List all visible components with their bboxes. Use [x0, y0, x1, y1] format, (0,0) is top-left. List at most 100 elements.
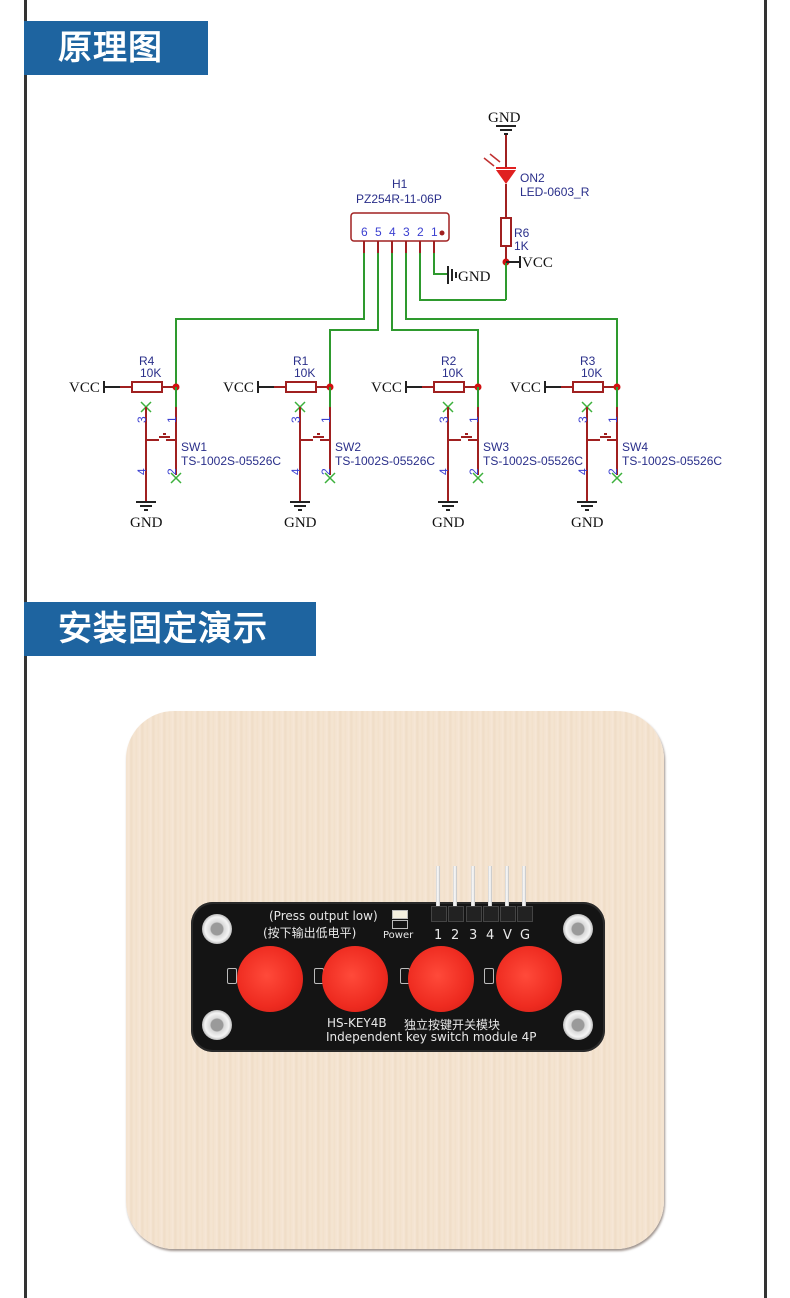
schematic-diagram: GND ON2 LED-0603_R R6 1K VCC H1 PZ254R-1…: [69, 110, 722, 531]
resistor-value: 10K: [581, 366, 602, 380]
board-model: HS-KEY4B: [327, 1016, 387, 1030]
switch-part: TS-1002S-05526C: [622, 454, 722, 468]
r6-ref: R6: [514, 226, 530, 240]
board-note-en: (Press output low): [269, 909, 378, 923]
h1-pin-label-2: 2: [417, 225, 424, 239]
gnd-label: GND: [432, 515, 465, 531]
switch-pin-label: 4: [135, 468, 149, 475]
pullup-resistor: [572, 381, 604, 393]
switch-ref: SW2: [335, 440, 361, 454]
led-chain: GND ON2 LED-0603_R R6 1K VCC: [483, 110, 590, 300]
switch-pin-label: 2: [319, 468, 333, 475]
switch-pin-label: 4: [437, 468, 451, 475]
vcc-label: VCC: [223, 380, 254, 396]
r6-resistor: [500, 217, 512, 247]
pin-label-3: 3: [469, 928, 478, 943]
pullup-resistor: [433, 381, 465, 393]
header-pin: [488, 866, 492, 912]
pullup-resistor: [131, 381, 163, 393]
gnd-label-top: GND: [488, 110, 521, 126]
switch-pin-label: 2: [606, 468, 620, 475]
vcc-label: VCC: [371, 380, 402, 396]
gnd-label: GND: [571, 515, 604, 531]
section-header-install: 安装固定演示: [24, 602, 316, 656]
resistor-value: 10K: [442, 366, 463, 380]
switch-pin-label: 3: [576, 416, 590, 423]
right-border: [764, 0, 767, 1298]
switch-pin-label: 1: [467, 416, 481, 423]
gnd-label: GND: [284, 515, 317, 531]
key-button-4[interactable]: [496, 946, 562, 1012]
screw-icon: [202, 914, 232, 944]
header-pin: [522, 866, 526, 912]
pin-label-1: 1: [434, 928, 443, 943]
section-header-schematic: 原理图: [24, 21, 208, 75]
switch-ref: SW3: [483, 440, 509, 454]
header-pin: [453, 866, 457, 912]
h1-pin-label-1: 1: [431, 225, 438, 239]
switch-pin-label: 2: [467, 468, 481, 475]
header-pin: [471, 866, 475, 912]
resistor-value: 10K: [140, 366, 161, 380]
switch-ref: SW4: [622, 440, 648, 454]
led-part: LED-0603_R: [520, 185, 590, 199]
key-button-2[interactable]: [322, 946, 388, 1012]
screw-icon: [563, 1010, 593, 1040]
switch-part: TS-1002S-05526C: [335, 454, 435, 468]
board-name-en: Independent key switch module 4P: [326, 1030, 537, 1044]
switch-pin-label: 1: [319, 416, 333, 423]
switch-pin-label: 3: [135, 416, 149, 423]
smd-resistor-icon: [227, 968, 237, 984]
key-module-board: (Press output low) (按下输出低电平) Power 1 2 3…: [191, 866, 605, 1052]
switch-pin-label: 1: [165, 416, 179, 423]
header-pin: [436, 866, 440, 912]
power-led-icon: [392, 910, 408, 919]
switch-pin-label: 4: [289, 468, 303, 475]
switch-pin-label: 4: [576, 468, 590, 475]
header-h1: H1 PZ254R-11-06P 6 5 4 3 2 1 GND: [175, 177, 618, 387]
led-ref: ON2: [520, 171, 545, 185]
led-symbol-icon: [496, 170, 516, 184]
key-button-3[interactable]: [408, 946, 474, 1012]
resistor-value: 10K: [294, 366, 315, 380]
board-name-cn: 独立按键开关模块: [404, 1018, 501, 1032]
switch-pin-label: 3: [437, 416, 451, 423]
key-button-1[interactable]: [237, 946, 303, 1012]
h1-ref: H1: [392, 177, 408, 191]
switch-pin-label: 2: [165, 468, 179, 475]
screw-icon: [563, 914, 593, 944]
power-led-resistor-icon: [392, 920, 408, 929]
switch-part: TS-1002S-05526C: [483, 454, 583, 468]
h1-part: PZ254R-11-06P: [356, 192, 442, 206]
switch-part: TS-1002S-05526C: [181, 454, 281, 468]
pin-label-g: G: [520, 928, 531, 943]
pin-label-2: 2: [451, 928, 460, 943]
resistor-ref: R2: [441, 354, 457, 368]
light-emit-arrow-icon: [483, 157, 495, 167]
gnd-label: GND: [130, 515, 163, 531]
resistor-ref: R3: [580, 354, 596, 368]
resistor-ref: R1: [293, 354, 309, 368]
header-pin: [505, 866, 509, 912]
power-label: Power: [383, 930, 414, 941]
h1-pin-label-3: 3: [403, 225, 410, 239]
resistor-ref: R4: [139, 354, 155, 368]
switch-pin-label: 3: [289, 416, 303, 423]
vcc-label: VCC: [510, 380, 541, 396]
switch-pin-label: 1: [606, 416, 620, 423]
h1-pin-label-4: 4: [389, 225, 396, 239]
h1-pin-label-5: 5: [375, 225, 382, 239]
pin-label-4: 4: [486, 928, 495, 943]
r6-value: 1K: [514, 239, 529, 253]
screw-icon: [202, 1010, 232, 1040]
pin-label-v: V: [503, 928, 512, 943]
vcc-label-led: VCC: [522, 255, 553, 271]
gnd-label-h1: GND: [458, 269, 491, 285]
pullup-resistor: [285, 381, 317, 393]
vcc-label: VCC: [69, 380, 100, 396]
switch-ref: SW1: [181, 440, 207, 454]
